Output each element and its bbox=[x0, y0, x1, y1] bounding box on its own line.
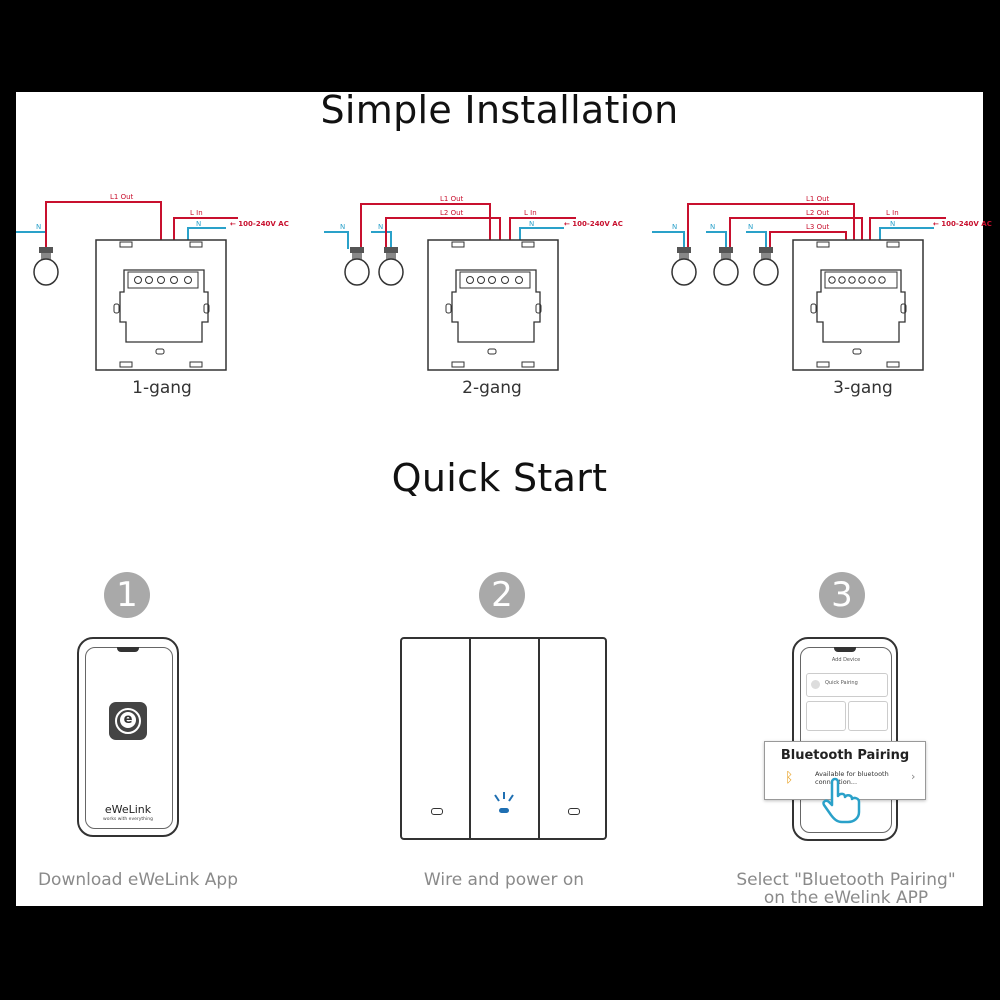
indicator-led-blue bbox=[499, 808, 509, 813]
app-name: eWeLink bbox=[104, 803, 152, 816]
bluetooth-icon: ᛒ bbox=[785, 770, 794, 786]
three-gang-switch bbox=[400, 637, 607, 840]
diagram-label-3-gang: 3-gang bbox=[833, 378, 893, 398]
wire-label-n: N bbox=[36, 223, 41, 231]
step-caption-3-line1: Select "Bluetooth Pairing" bbox=[736, 870, 956, 890]
wiring-diagram-3-gang: L1 Out L2 Out L3 Out L In N N N N ← 100-… bbox=[652, 195, 992, 371]
chevron-right-icon: › bbox=[911, 770, 916, 783]
step-caption-2: Wire and power on bbox=[423, 870, 585, 890]
indicator-led bbox=[568, 808, 580, 815]
svg-text:N: N bbox=[340, 223, 345, 231]
step-number-1: 1 bbox=[104, 572, 150, 618]
switch-back-plate bbox=[427, 239, 559, 371]
switch-back-plate bbox=[792, 239, 924, 371]
voltage-label: ← 100-240V AC bbox=[230, 220, 289, 228]
bluetooth-pairing-title: Bluetooth Pairing bbox=[780, 748, 910, 763]
svg-text:← 100-240V AC: ← 100-240V AC bbox=[933, 220, 992, 228]
svg-text:N: N bbox=[529, 220, 534, 228]
phone-illustration: e eWeLink works with everything bbox=[77, 637, 179, 837]
svg-text:← 100-240V AC: ← 100-240V AC bbox=[564, 220, 623, 228]
ewelink-logo-icon: e bbox=[109, 702, 147, 740]
quickstart-title: Quick Start bbox=[391, 456, 608, 500]
light-bulb-icon bbox=[671, 247, 697, 286]
step-number-3: 3 bbox=[819, 572, 865, 618]
step-caption-3: Select "Bluetooth Pairing" on the eWelin… bbox=[716, 871, 976, 907]
screen-header: Add Device bbox=[831, 657, 861, 663]
indicator-led bbox=[431, 808, 443, 815]
app-tagline: works with everything bbox=[103, 817, 153, 822]
svg-text:L1 Out: L1 Out bbox=[806, 195, 830, 203]
bluetooth-pairing-card[interactable]: Bluetooth Pairing ᛒ Available for blueto… bbox=[764, 741, 926, 800]
svg-text:L2 Out: L2 Out bbox=[806, 209, 830, 217]
light-bulb-icon bbox=[378, 247, 404, 286]
step-caption-1: Download eWeLink App bbox=[37, 870, 239, 890]
step-number-2: 2 bbox=[479, 572, 525, 618]
svg-text:L In: L In bbox=[524, 209, 537, 217]
blink-icon bbox=[494, 792, 514, 802]
svg-text:L1 Out: L1 Out bbox=[440, 195, 464, 203]
installation-title: Simple Installation bbox=[320, 88, 679, 132]
svg-text:L3 Out: L3 Out bbox=[806, 223, 830, 231]
svg-text:N: N bbox=[748, 223, 753, 231]
svg-text:L2 Out: L2 Out bbox=[440, 209, 464, 217]
light-bulb-icon bbox=[33, 247, 59, 286]
wiring-diagram-1-gang: L1 Out L In N N ← 100-240V AC bbox=[16, 193, 289, 371]
svg-text:N: N bbox=[890, 220, 895, 228]
diagram-label-1-gang: 1-gang bbox=[132, 378, 192, 398]
manual-panel: Simple Installation L1 Out L In N N ← 10… bbox=[16, 88, 992, 907]
wiring-diagram-2-gang: L1 Out L2 Out L In N N N ← 100-240V AC bbox=[324, 195, 623, 371]
switch-back-plate bbox=[95, 239, 227, 371]
svg-text:N: N bbox=[710, 223, 715, 231]
light-bulb-icon bbox=[344, 247, 370, 286]
light-bulb-icon bbox=[713, 247, 739, 286]
diagram-label-2-gang: 2-gang bbox=[462, 378, 522, 398]
wire-label-n: N bbox=[196, 220, 201, 228]
wiring-diagrams: L1 Out L In N N ← 100-240V AC bbox=[16, 193, 992, 371]
svg-text:L In: L In bbox=[886, 209, 899, 217]
step-caption-3-line2: on the eWelink APP bbox=[763, 888, 929, 908]
svg-text:N: N bbox=[672, 223, 677, 231]
light-bulb-icon bbox=[753, 247, 779, 286]
hand-pointer-icon bbox=[822, 777, 861, 824]
quick-pairing-card[interactable]: Quick Pairing bbox=[806, 673, 888, 697]
wire-label-l1-out: L1 Out bbox=[110, 193, 134, 201]
svg-text:N: N bbox=[378, 223, 383, 231]
wire-label-l-in: L In bbox=[190, 209, 203, 217]
